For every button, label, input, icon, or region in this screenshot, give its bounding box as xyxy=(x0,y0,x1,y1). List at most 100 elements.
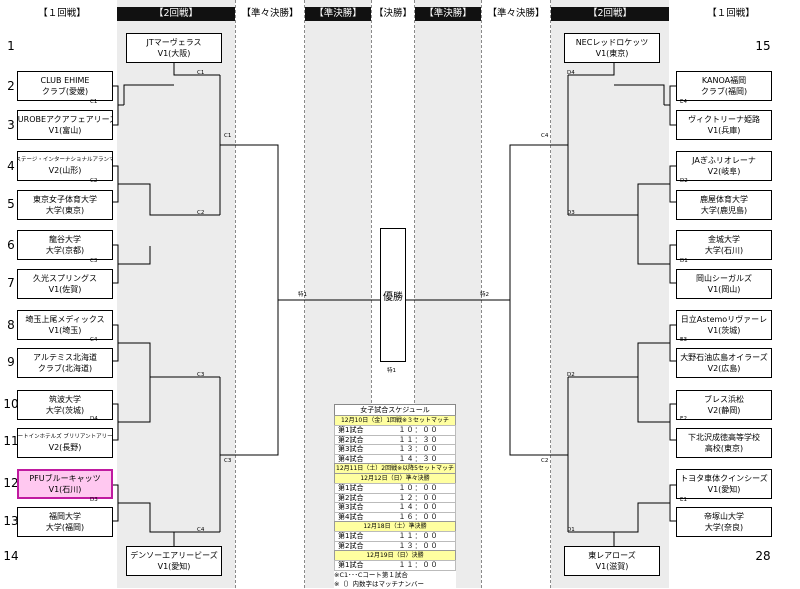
team-league: クラブ(福岡) xyxy=(700,87,748,96)
seed-number-left: 13 xyxy=(3,514,19,528)
team-league: 大学(茨城) xyxy=(45,406,85,415)
team-name: JTマーヴェラス xyxy=(146,38,202,47)
schedule-match-label: 第4試合 xyxy=(338,454,364,463)
team-name: 東レアローズ xyxy=(588,551,636,560)
header-left-quarterfinal: 【準々決勝】 xyxy=(241,8,299,19)
team-name: CLUB EHIME xyxy=(40,76,90,85)
band-final xyxy=(371,0,415,588)
match-code-final: 特1 xyxy=(387,368,396,374)
team-league: 大学(鹿児島) xyxy=(700,206,748,215)
seed-number-left: 7 xyxy=(7,276,15,290)
team-box-right-r1: KANOA福岡クラブ(福岡) xyxy=(676,71,772,101)
team-name: 下北沢成徳高等学校 xyxy=(688,433,760,442)
header-right-semifinal: 【準決勝】 xyxy=(415,7,481,21)
team-name: PFUブルーキャッツ xyxy=(29,474,101,483)
header-left-round1: 【１回戦】 xyxy=(38,8,86,19)
team-name: アルテミス北海道 xyxy=(33,353,97,362)
header-left-round2: 【2回戦】 xyxy=(117,7,235,21)
team-box-left-seed-bottom: デンソーエアリービーズ V1(愛知) xyxy=(126,546,222,576)
schedule-match-label: 第1試合 xyxy=(338,484,364,492)
schedule-day-header: 12月18日（土）準決勝 xyxy=(334,521,456,531)
team-league: V1(兵庫) xyxy=(707,126,741,135)
match-code-left-r1: C4 xyxy=(90,337,98,343)
schedule-match-time: １１：３０ xyxy=(398,435,439,444)
match-code-left-r2: C3 xyxy=(197,372,205,378)
schedule-day-header: 12月11日（土）2回戦※以降5セットマッチ xyxy=(334,463,456,473)
match-code-left-r2: C2 xyxy=(197,210,205,216)
team-league: V1(愛知) xyxy=(157,562,191,571)
team-name: デンソーエアリービーズ xyxy=(130,551,218,560)
team-name: プレステージ・インターナショナルアランマーレ xyxy=(17,157,112,163)
match-code-right-sf: 特2 xyxy=(480,292,489,298)
team-box-left-r1: プレステージ・インターナショナルアランマーレ V2(山形) xyxy=(17,151,113,181)
schedule-match-time: １６：００ xyxy=(398,512,439,521)
seed-number-left: 12 xyxy=(3,476,19,490)
match-code-right-r1: D2 xyxy=(680,178,688,184)
schedule-day-header: 12月19日（日）決勝 xyxy=(334,550,456,560)
team-box-right-r1: 帝塚山大学大学(奈良) xyxy=(676,507,772,537)
team-league: V1(埼玉) xyxy=(48,326,82,335)
schedule-match-label: 第2試合 xyxy=(338,541,364,550)
schedule-match-label: 第2試合 xyxy=(338,493,364,502)
team-name: NECレッドロケッツ xyxy=(575,38,649,47)
team-league: V2(山形) xyxy=(48,166,82,175)
team-name: 岡山シーガルズ xyxy=(696,274,752,283)
schedule-match-time: １１：００ xyxy=(398,561,439,569)
team-league: V1(愛知) xyxy=(707,485,741,494)
match-code-left-qf: C3 xyxy=(224,458,232,464)
champion-label: 優勝 xyxy=(383,291,403,303)
seed-number-left: 6 xyxy=(7,238,15,252)
champion-box: 優勝 xyxy=(380,228,406,362)
schedule-match-label: 第3試合 xyxy=(338,503,364,511)
band-right-r2 xyxy=(551,0,669,588)
team-box-right-seed-top: NECレッドロケッツ V1(東京) xyxy=(564,33,660,63)
team-name: JAぎふリオレーナ xyxy=(692,156,756,165)
seed-number-left: 8 xyxy=(7,318,15,332)
schedule-row: 第2試合 １１：３０ xyxy=(334,434,456,444)
team-box-right-seed-bottom: 東レアローズ V1(滋賀) xyxy=(564,546,660,576)
team-name: 龍谷大学 xyxy=(49,235,81,244)
schedule-match-label: 第2試合 xyxy=(338,435,364,444)
team-league: V1(岡山) xyxy=(707,285,741,294)
match-code-left-r2: C4 xyxy=(197,527,205,533)
schedule-row: 第4試合 １６：００ xyxy=(334,511,456,521)
team-league: 大学(福岡) xyxy=(45,523,85,532)
match-code-right-r2: D4 xyxy=(567,70,575,76)
team-league: クラブ(北海道) xyxy=(37,364,93,373)
team-name: 久光スプリングス xyxy=(33,274,97,283)
team-box-left-r1: CLUB EHIME クラブ(愛媛) xyxy=(17,71,113,101)
team-name: 東京女子体育大学 xyxy=(33,195,97,204)
team-league: 大学(京都) xyxy=(45,246,85,255)
match-code-left-r1: C2 xyxy=(90,178,98,184)
seed-number-left: 9 xyxy=(7,355,15,369)
match-code-right-r1: E2 xyxy=(680,416,687,422)
match-code-right-r2: D3 xyxy=(567,210,575,216)
band-right-qf xyxy=(481,0,551,588)
header-left-semifinal: 【準決勝】 xyxy=(305,7,371,21)
team-league: クラブ(愛媛) xyxy=(41,87,89,96)
seed-number-left: 2 xyxy=(7,79,15,93)
team-league: 大学(石川) xyxy=(704,246,744,255)
team-name: 大野石油広島オイラーズ xyxy=(680,353,768,362)
team-box-left-r1: 筑波大学大学(茨城) xyxy=(17,390,113,420)
team-league: 大学(東京) xyxy=(45,206,85,215)
team-league: 高校(東京) xyxy=(704,444,744,453)
schedule-match-time: １０：００ xyxy=(398,484,439,492)
match-code-left-r1: D4 xyxy=(90,416,98,422)
seed-number-right: 28 xyxy=(755,549,771,563)
schedule-match-label: 第1試合 xyxy=(338,532,364,540)
schedule-row: 第1試合 １０：００ xyxy=(334,483,456,493)
seed-number-left: 5 xyxy=(7,197,15,211)
schedule-match-label: 第4試合 xyxy=(338,512,364,521)
schedule-title: 女子試合スケジュール xyxy=(334,404,456,415)
team-box-right-r1: 岡山シーガルズ V1(岡山) xyxy=(676,269,772,299)
match-code-right-r1: E3 xyxy=(680,337,687,343)
